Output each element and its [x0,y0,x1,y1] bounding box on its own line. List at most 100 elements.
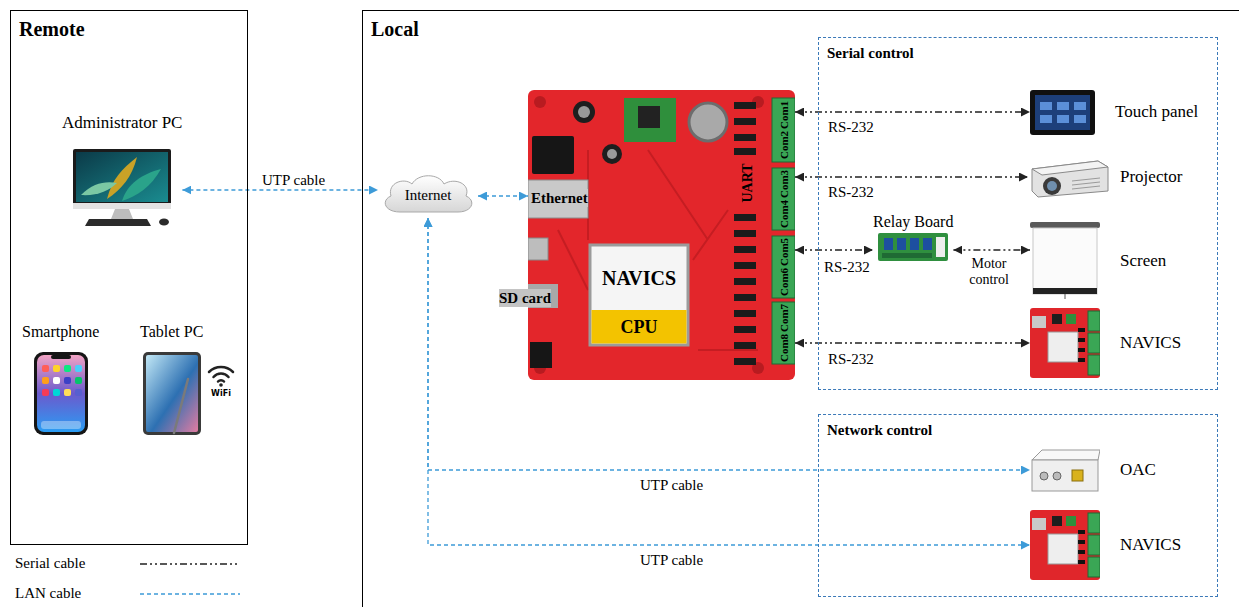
navics-network-label: NAVICS [1120,535,1181,555]
navics-board-icon-use [528,90,795,380]
bus-label-holder: UART [740,162,756,204]
oac-device: OAC [1030,448,1156,493]
port-label: Com5 [777,237,791,267]
smartphone-icon-use [34,352,88,435]
illustration-part [209,367,233,372]
touch-panel-label: Touch panel [1115,102,1198,122]
relay-board-label: Relay Board [873,212,953,231]
projection-screen-icon-use [1030,222,1100,299]
edge-label-holder: RS-232 [828,183,874,201]
admin-pc: Administrator PC [62,113,182,227]
navics-board-label: NAVICS [590,266,688,290]
remote-region: RemoteAdministrator PC Smartphone Tablet P… [10,10,248,545]
touch-panel: Touch panel [1030,90,1198,135]
tablet-pc-icon [142,351,202,436]
touch-panel-icon [1030,90,1095,135]
projector-icon-use [1032,161,1108,197]
port-label-holder: Com4 [777,199,791,229]
network-control-group-label: Network control [827,421,932,440]
projection-screen-label: Screen [1120,251,1166,271]
edge-label-holder: UTP cable [640,551,703,569]
tablet-pc: Tablet PC [140,322,203,436]
wifi-label-holder: WiFi [206,389,236,399]
port-label: Com3 [777,169,791,199]
port-label-holder: Com8 [777,333,791,363]
serial-cable [795,111,1030,112]
relay-board: Relay Board [873,212,953,261]
tablet-pc-icon-use [143,352,201,435]
edge-label-holder: Motor control [958,256,1020,288]
navics-board: NAVICS CPU [528,90,795,380]
port-label-holder: Com6 [777,267,791,297]
edge-label: RS-232 [828,350,874,368]
serial-cable [953,249,1030,250]
tablet-pc-label: Tablet PC [140,322,203,341]
edge-label: RS-232 [828,183,874,201]
internet-cloud-icon-use [385,176,472,212]
serial-control-group-label: Serial control [827,44,914,63]
port-label: Com4 [777,199,791,229]
serial-control-group: Serial controlTouch panelProjectorRelay … [818,37,1218,390]
serial-cable [795,249,873,250]
projection-screen-icon [1030,222,1100,300]
port-label: Com6 [777,267,791,297]
edge-label-holder: RS-232 [828,350,874,368]
navics-board-label: CPU [590,316,688,338]
port-label-holder: Ethernet [531,189,588,207]
projector: Projector [1028,155,1182,200]
wifi-symbol [209,367,233,387]
edge-label-holder: UTP cable [262,171,325,189]
smartphone-label: Smartphone [22,322,99,341]
legend-label: LAN cable [15,585,81,602]
bus-label: UART [740,162,756,204]
navics-serial: NAVICS [1030,308,1181,378]
projector-label: Projector [1120,167,1182,187]
admin-pc-icon [67,149,177,227]
edge-label: UTP cable [262,171,325,189]
projection-screen: Screen [1030,222,1166,300]
navics-network-icon [1030,510,1100,580]
legend-swatch [140,563,240,564]
edge-label: UTP cable [640,476,703,494]
projector-icon [1028,155,1110,200]
internet-cloud-label: Internet [405,186,452,204]
legend-swatch [140,593,240,594]
illustration-part [219,383,223,387]
legend-label: Serial cable [15,555,85,572]
edge-label: UTP cable [640,551,703,569]
illustration-part [214,374,229,377]
relay-board-icon [878,233,948,261]
remote-region-label: Remote [19,17,85,41]
smartphone: Smartphone [22,322,99,436]
edge-label: RS-232 [824,258,870,276]
port-label-holder: Com3 [777,169,791,199]
port-label: Ethernet [531,189,588,207]
port-label: SD card [499,289,551,307]
edge-label-holder: RS-232 [824,258,870,276]
navics-board-icon [528,90,795,380]
port-label: Com2 [777,130,791,160]
serial-cable [795,342,1030,343]
port-label-holder: Com1 [777,100,791,130]
edge-label-holder: UTP cable [640,476,703,494]
port-label: Com7 [777,303,791,333]
illustration-part [218,380,224,381]
oac-device-label: OAC [1120,460,1156,480]
oac-device-icon [1030,448,1100,493]
port-label: Com1 [777,100,791,130]
serial-cable [795,176,1028,177]
port-label-holder: Com7 [777,303,791,333]
internet-cloud: Internet [378,172,478,218]
touch-panel-icon-use [1030,90,1095,135]
local-region-label: Local [371,17,419,41]
port-label: Com8 [777,333,791,363]
lan-cable [182,189,378,190]
legend-label-holder: Serial cable [15,555,85,572]
admin-pc-icon-use [73,149,171,226]
navics-network: NAVICS [1030,510,1181,580]
network-control-group: Network controlOAC NAVICS [818,414,1218,597]
navics-serial-label: NAVICS [1120,333,1181,353]
legend-label-holder: LAN cable [15,585,81,602]
admin-pc-label: Administrator PC [62,113,182,133]
navics-network-icon-use [1030,510,1100,580]
